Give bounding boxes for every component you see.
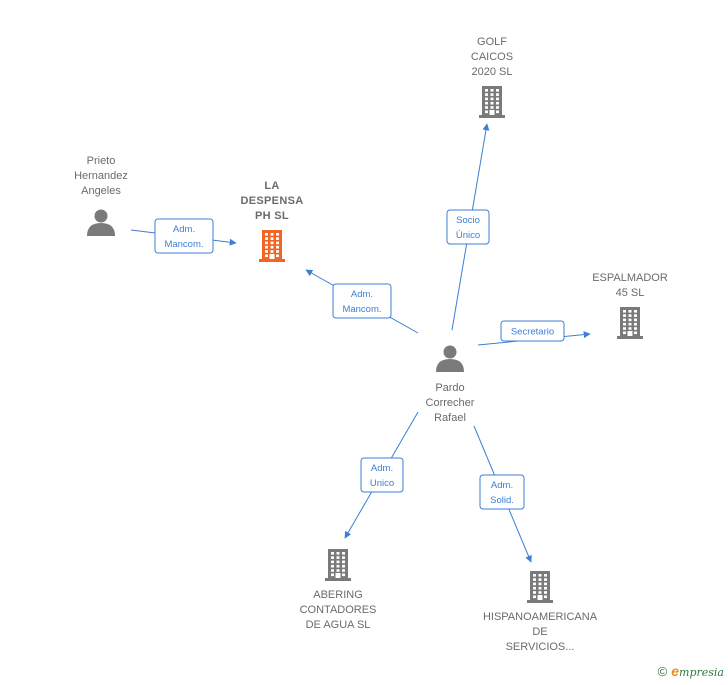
edge-label-box[interactable] — [154, 218, 214, 254]
nodes-layer: LA DESPENSA PH SL GOLF CAICOS 2020 SL ESPALMAD… — [74, 36, 668, 653]
node-label: CONTADORES — [300, 604, 377, 616]
edge-pardo-to-hispanoamericana: Adm. Solid. — [473, 425, 532, 563]
node-label: SERVICIOS... — [506, 641, 575, 653]
edge-label-text: Socio — [456, 215, 480, 226]
node-label: DE AGUA SL — [306, 619, 371, 631]
edge-label-text: Adm. — [173, 224, 195, 235]
building-icon[interactable] — [617, 307, 643, 339]
node-label: Rafael — [434, 412, 466, 424]
node-espalmador[interactable]: ESPALMADOR 45 SL — [592, 272, 668, 339]
person-icon[interactable] — [436, 345, 464, 373]
edge-pardo-to-espalmador: Secretario — [477, 320, 591, 346]
node-label: LA — [264, 180, 279, 192]
edge-label-text: Mancom. — [342, 304, 381, 315]
node-label: CAICOS — [471, 51, 513, 63]
footer-brand[interactable]: © empresia — [658, 663, 724, 679]
node-label: 45 SL — [616, 287, 645, 299]
node-label: Pardo — [435, 382, 464, 394]
edge-label-box[interactable] — [332, 283, 392, 319]
node-label: DE — [532, 626, 547, 638]
edge-label-box[interactable] — [446, 209, 490, 245]
edge-label-text: Adm. — [371, 463, 393, 474]
edge-label-box[interactable] — [479, 474, 525, 510]
edge-label-box[interactable] — [500, 320, 565, 342]
node-label: DESPENSA — [241, 195, 304, 207]
building-icon[interactable] — [527, 571, 553, 603]
node-golf-caicos[interactable]: GOLF CAICOS 2020 SL — [471, 36, 513, 118]
edge-prieto-to-la_despensa: Adm. Mancom. — [130, 218, 237, 254]
node-abering[interactable]: ABERING CONTADORES DE AGUA SL — [300, 549, 377, 631]
node-label: HISPANOAMERICANA — [483, 611, 598, 623]
building-icon[interactable] — [325, 549, 351, 581]
node-label: Prieto — [87, 155, 116, 167]
node-label: Angeles — [81, 185, 121, 197]
edge-label-text: Unico — [370, 478, 394, 489]
node-label: PH SL — [255, 210, 289, 222]
edge-label-text: Mancom. — [164, 239, 203, 250]
node-label: Correcher — [426, 397, 475, 409]
person-icon[interactable] — [87, 209, 115, 237]
brand-name: mpresia — [679, 666, 724, 679]
node-label: GOLF — [477, 36, 507, 48]
edges-layer: Adm. Mancom. Adm. Mancom. SocioÚnicoSecretar… — [130, 123, 591, 563]
edge-pardo-to-abering: Adm. Unico — [344, 411, 419, 539]
brand-logo: empresia — [671, 663, 724, 679]
edge-label-text: Adm. — [491, 480, 513, 491]
edge-label-text: Solid. — [490, 495, 514, 506]
node-label: Hernandez — [74, 170, 128, 182]
edge-pardo-to-la_despensa: Adm. Mancom. — [305, 269, 419, 334]
node-label: ESPALMADOR — [592, 272, 668, 284]
building-icon[interactable] — [479, 86, 505, 118]
edge-label-text: Único — [456, 230, 480, 241]
node-hispanoamericana[interactable]: HISPANOAMERICANA DE SERVICIOS... — [483, 571, 598, 653]
node-la-despensa[interactable]: LA DESPENSA PH SL — [241, 180, 304, 262]
copyright-icon: © — [657, 663, 668, 679]
node-label: 2020 SL — [472, 66, 513, 78]
building-icon[interactable] — [259, 230, 285, 262]
edge-label-text: Secretario — [511, 327, 554, 338]
edge-label-box[interactable] — [360, 457, 404, 493]
node-label: ABERING — [313, 589, 363, 601]
brand-initial: e — [671, 663, 680, 679]
edge-label-text: Adm. — [351, 289, 373, 300]
